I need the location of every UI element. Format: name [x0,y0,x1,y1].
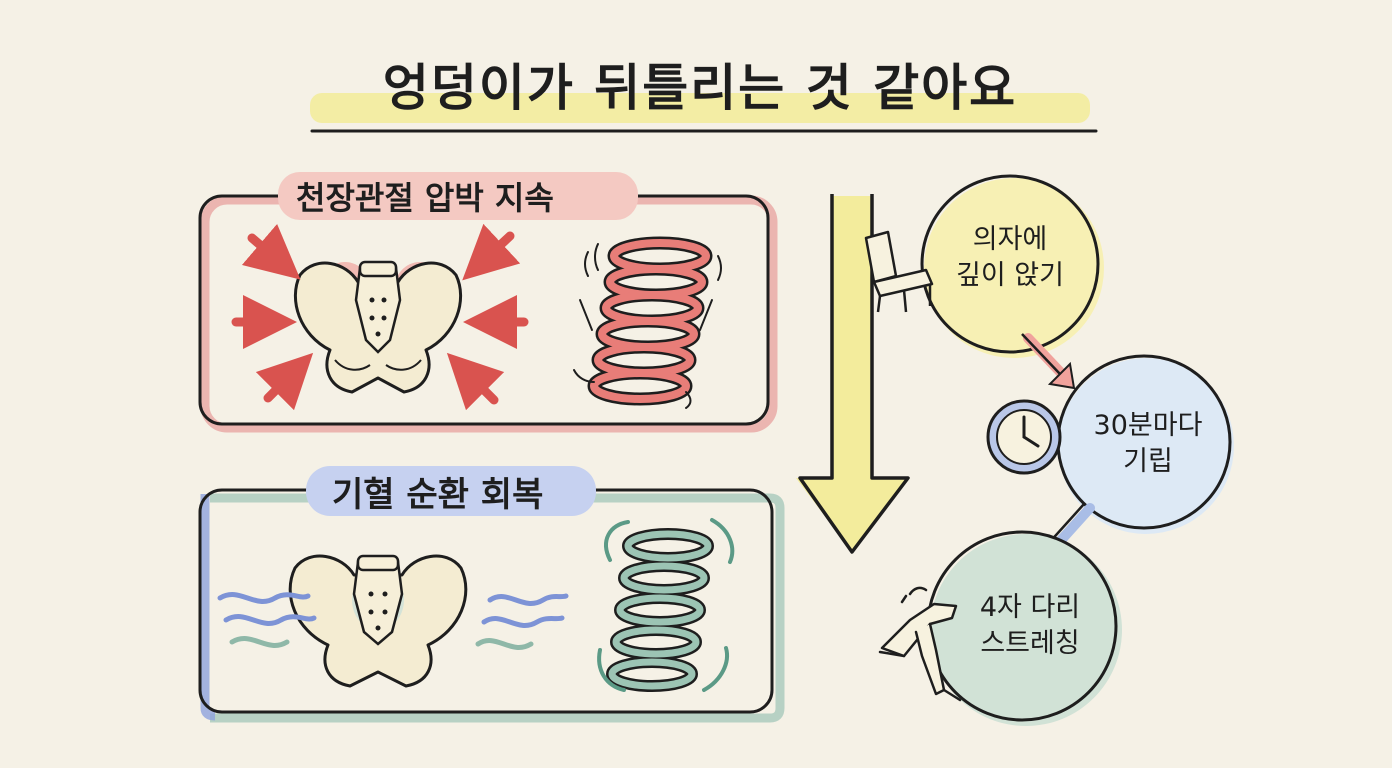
step1-bubble [924,178,1104,358]
flow-waves [217,592,569,650]
step1-line2: 깊이 앉기 [956,260,1064,292]
compressed-spring-icon [573,236,722,409]
step1-text: 의자에 깊이 앉기 [935,222,1085,295]
recovery-label-bg [306,466,596,516]
step-arrow-1 [1023,333,1069,381]
step3-bubble [930,534,1122,726]
compression-panel [198,172,778,433]
step1-line1: 의자에 [972,224,1048,255]
step2-text: 30분마다 기립 [1068,408,1228,481]
title-highlight [310,93,1090,123]
pelvis-compressed-icon [294,260,462,394]
relaxed-spring-icon [597,518,735,692]
step2-bubble [1058,358,1234,534]
step3-text: 4자 다리 스트레칭 [955,590,1105,663]
pelvis-relaxed-icon [288,554,468,688]
step3-line1: 4자 다리 [979,592,1081,623]
step2-line2: 기립 [1123,446,1173,478]
step3-line2: 스트레칭 [980,628,1080,660]
page-title: 엉덩이가 뒤틀리는 것 같아요 [382,59,1018,117]
compression-label: 천장관절 압박 지속 [296,179,554,217]
title-area: 엉덩이가 뒤틀리는 것 같아요 [300,40,1100,140]
compression-arrows [231,223,529,411]
clock-icon [986,399,1062,475]
stretching-person-icon [878,586,962,702]
recovery-panel [198,466,785,723]
compression-label-bg [278,172,638,220]
chair-icon [864,230,934,313]
step2-line1: 30분마다 [1093,410,1203,441]
down-arrow-icon [796,194,910,554]
recovery-label: 기혈 순환 회복 [332,475,544,515]
